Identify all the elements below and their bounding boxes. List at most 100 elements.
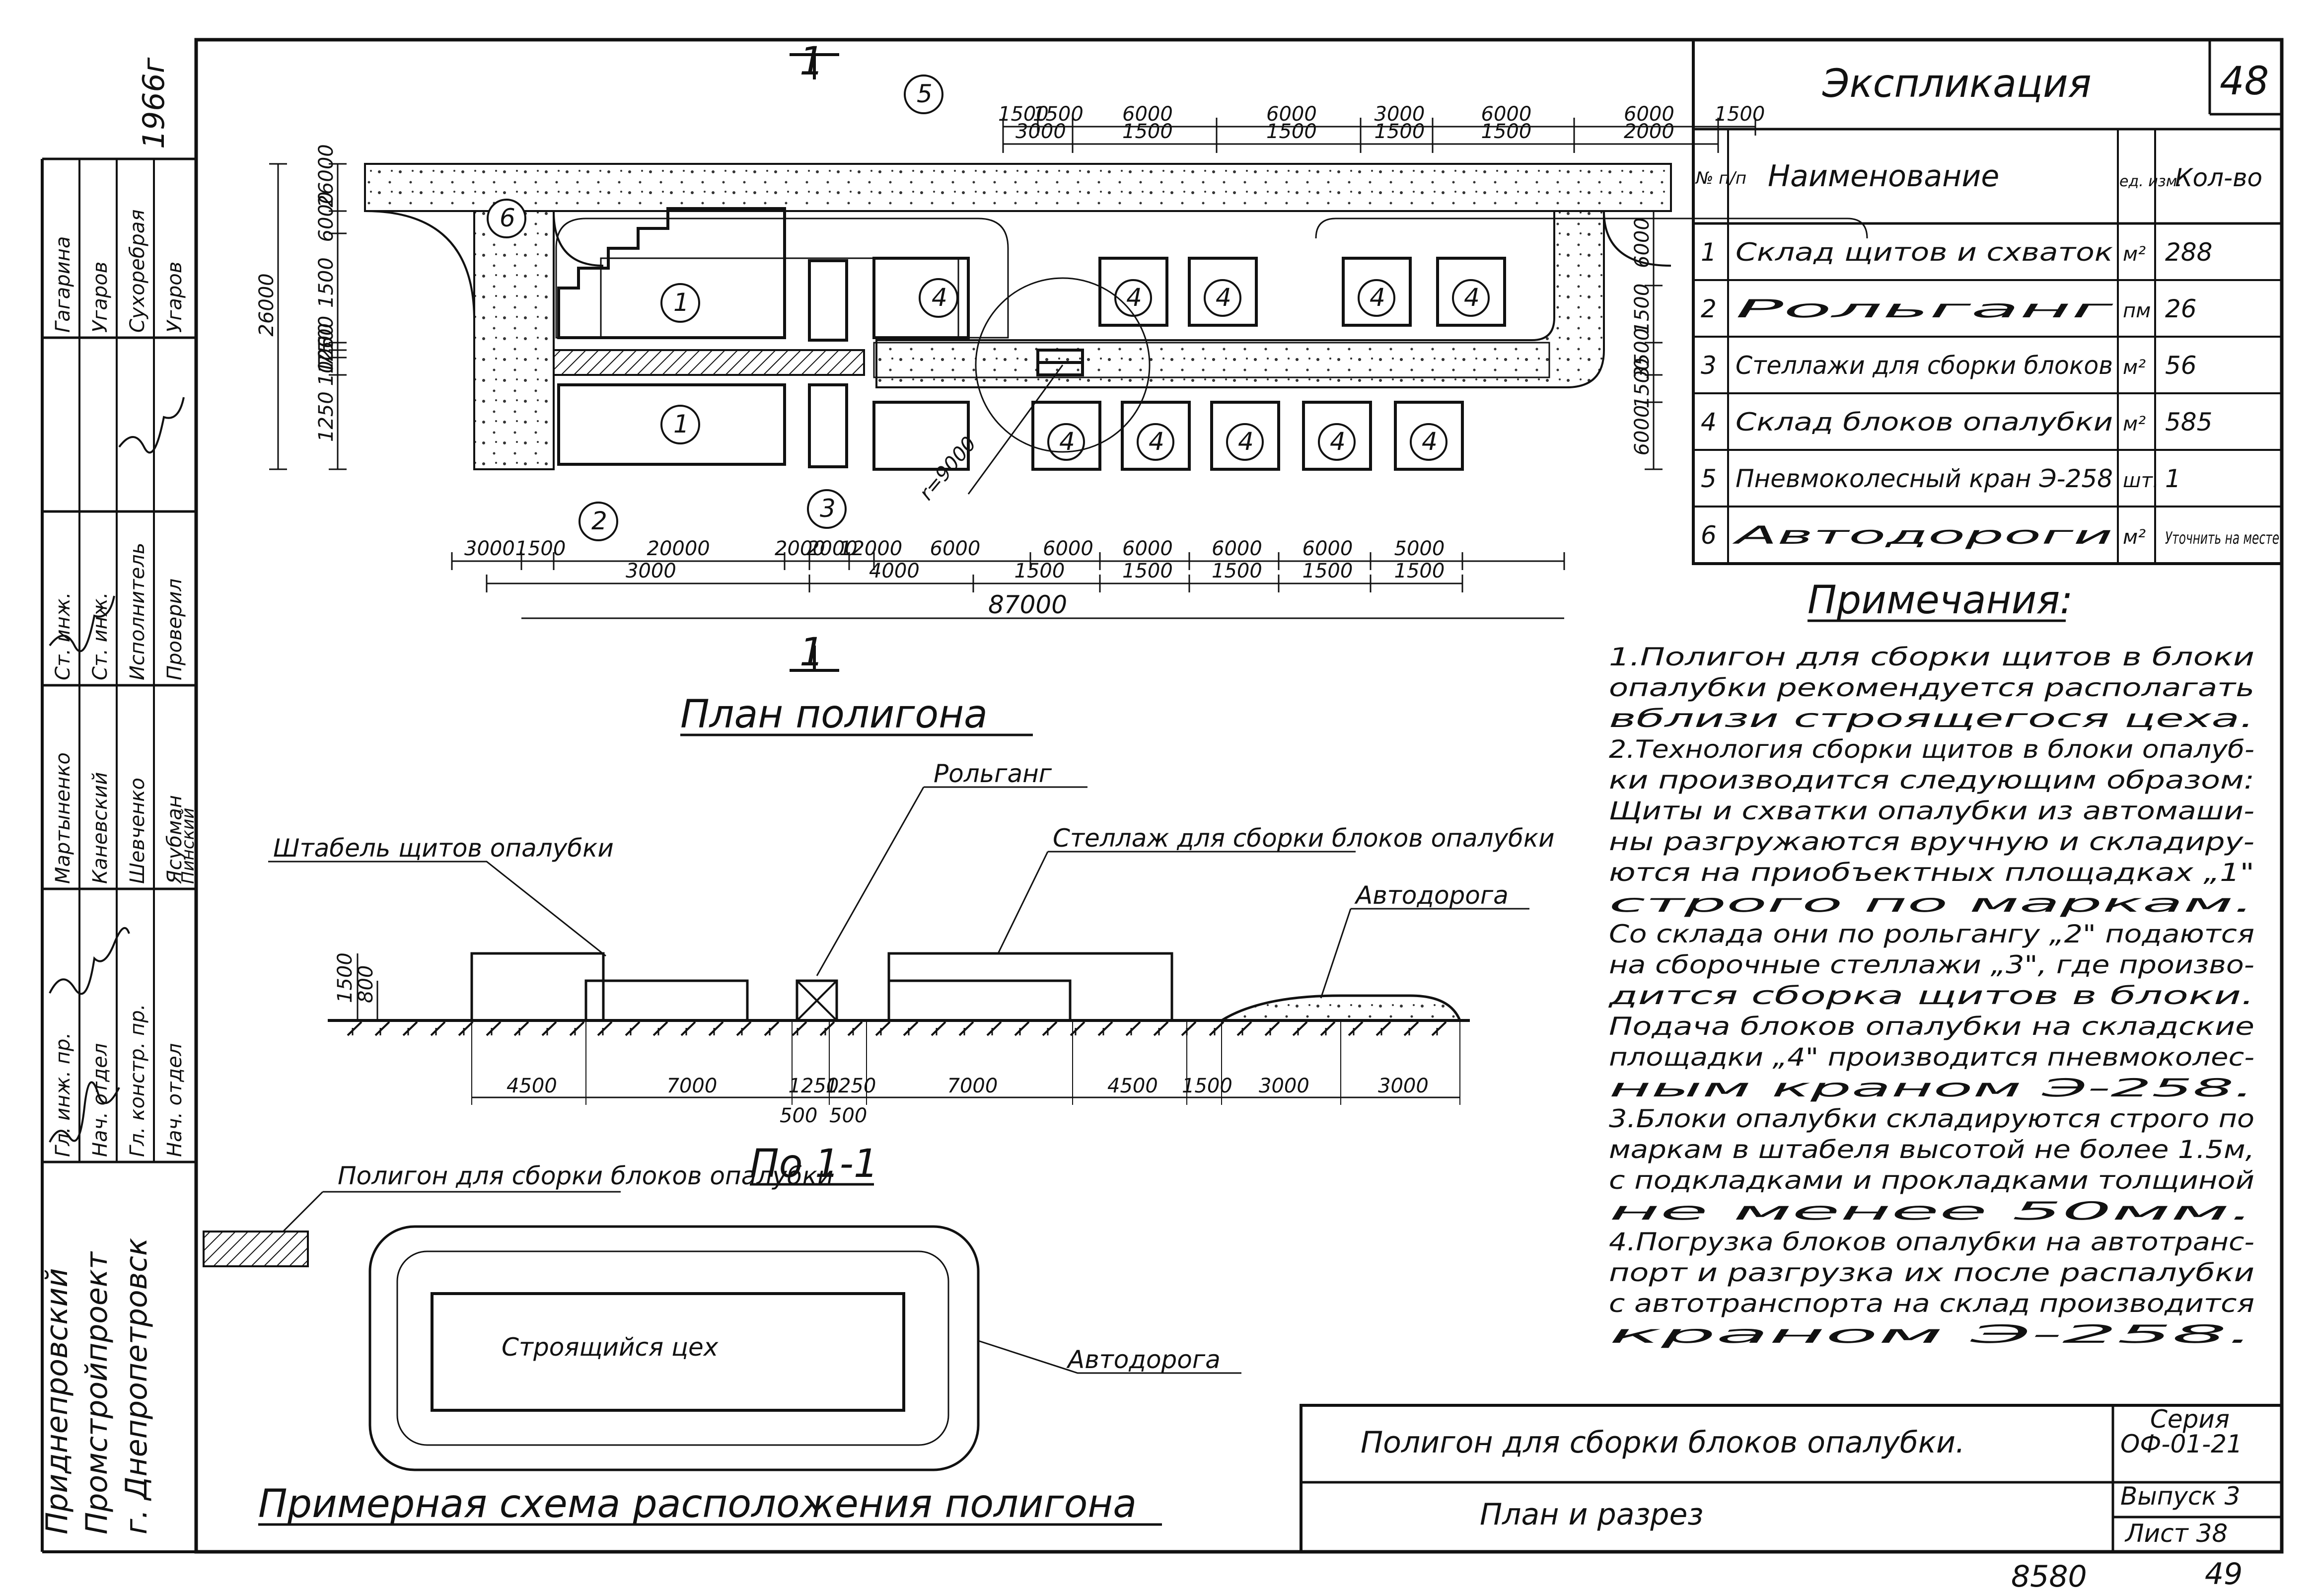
section-dimension: 7000	[947, 1075, 998, 1097]
series-label: Серия	[2150, 1405, 2230, 1434]
ground-hatch	[625, 1021, 641, 1036]
dimension-label: 6000	[1266, 103, 1317, 126]
section-dimension: 1500	[1182, 1075, 1232, 1097]
org-line-2: Промстройпроект	[79, 1251, 114, 1534]
storage-1-upper	[557, 207, 786, 339]
role-1: Гл. инж. пр.	[52, 1032, 74, 1157]
plan-bubble-label: 4	[1464, 283, 1480, 312]
section-dimension: 3000	[1378, 1075, 1429, 1097]
note-line: строго по маркам.	[1609, 889, 2254, 918]
ground-hatch	[875, 1021, 891, 1036]
section-dimension: 7000	[667, 1075, 718, 1097]
road-curve-left	[364, 210, 604, 321]
row-qty: 26	[2165, 294, 2197, 323]
note-line: опалубки рекомендуется располагать	[1609, 673, 2254, 702]
role-4: Нач. отдел	[163, 1043, 186, 1157]
row-unit: м²	[2123, 356, 2146, 379]
ground-hatch	[708, 1021, 724, 1036]
road-top	[364, 163, 1672, 212]
dimension-label: 4000	[869, 560, 920, 582]
ground-hatch	[819, 1021, 835, 1036]
dimension-label: 1500	[1212, 560, 1262, 582]
note-line: Со склада они по рольгангу „2" подаются	[1609, 920, 2254, 948]
note-line: 3.Блоки опалубки складируются строго по	[1609, 1104, 2254, 1133]
plan-bubble	[1226, 423, 1264, 461]
ground-hatch	[1264, 1021, 1280, 1036]
scheme-polygon-label: Полигон для сборки блоков опалубки	[338, 1161, 833, 1190]
plan-bubble-label: 4	[1216, 283, 1231, 312]
name-b-4: Угаров	[163, 262, 186, 333]
ground-hatch	[1431, 1021, 1447, 1036]
scheme-road-label: Автодорога	[1066, 1345, 1221, 1374]
ground-hatch	[1348, 1021, 1364, 1036]
plan-bubble-label: 1	[673, 410, 689, 438]
label-roller: Рольганг	[934, 759, 1052, 788]
dimension-label: 2000	[775, 537, 825, 560]
dimension-label: 1500	[1631, 358, 1654, 409]
note-line: краном Э-258.	[1609, 1320, 2254, 1349]
plan-bubble-label: 4	[932, 283, 947, 312]
row-qty: 585	[2165, 408, 2212, 436]
section-dimension: 4500	[1107, 1075, 1158, 1097]
ground-hatch	[1403, 1021, 1419, 1036]
plan-bubble-label: 4	[1370, 283, 1385, 312]
signature-1	[49, 1081, 120, 1143]
org-line-1: Приднепровский	[40, 1268, 74, 1534]
plan-bubble	[1204, 279, 1241, 317]
scheme-road-outer	[368, 1225, 980, 1471]
plan-bubble	[487, 199, 526, 238]
plan-bubble	[1114, 279, 1152, 317]
middle-strip	[873, 342, 1550, 378]
ground-hatch	[1375, 1021, 1391, 1036]
note-line: ны разгружаются вручную и складиру-	[1609, 827, 2254, 856]
row-qty: Уточнить на месте	[2165, 528, 2279, 548]
ground-hatch	[1014, 1021, 1030, 1036]
sheet-frame	[194, 38, 2284, 1554]
dimension-label: 20000	[647, 537, 710, 560]
dimension-label: 6000	[1043, 537, 1093, 560]
row-name: Склад блоков опалубки	[1736, 408, 2113, 436]
section-dimension: 4500	[507, 1075, 557, 1097]
plan-bubble-label: 4	[1059, 427, 1075, 456]
plan-bubble-label: 4	[1149, 427, 1164, 456]
dimension-label: 1500	[1266, 120, 1317, 143]
note-line: с подкладками и прокладками толщиной	[1609, 1166, 2254, 1195]
title-2: Ст. инж.	[89, 592, 112, 680]
block-4-lower-4	[1210, 401, 1280, 471]
note-line: 1.Полигон для сборки щитов в блоки	[1609, 643, 2254, 671]
plan-bubble-label: 3	[820, 494, 836, 523]
plan-bubble	[1410, 423, 1448, 461]
ground-hatch	[1181, 1021, 1197, 1036]
title-line-1: Полигон для сборки блоков опалубки.	[1361, 1425, 1965, 1460]
note-line: ным краном Э-258.	[1609, 1074, 2254, 1102]
dimension-label: 3000	[464, 537, 515, 560]
col-unit: ед. изм.	[2119, 173, 2182, 190]
note-line: порт и разгрузка их после распалубки	[1609, 1258, 2254, 1287]
series-code: ОФ-01-21	[2120, 1430, 2243, 1458]
plan-bubble	[579, 502, 618, 541]
note-line: 2.Технология сборки щитов в блоки опалуб…	[1609, 735, 2254, 764]
dimension-label: 1500	[1303, 560, 1353, 582]
page-number: 48	[2220, 59, 2269, 104]
col-num: № п/п	[1695, 168, 1746, 188]
ground-hatch	[792, 1021, 807, 1036]
dimension-label: 1250	[315, 391, 338, 442]
plan-bubble	[904, 74, 943, 114]
row-number: 3	[1701, 351, 1717, 380]
ground-hatch	[486, 1021, 502, 1036]
explication-table: Экспликация 48 № п/п Наименование ед. из…	[1692, 38, 2283, 565]
section-small-dim: 500	[780, 1104, 817, 1127]
ground-hatch	[986, 1021, 1002, 1036]
ground-hatch	[347, 1021, 362, 1036]
section-dimension: 1250	[826, 1075, 876, 1097]
ground-hatch	[1320, 1021, 1336, 1036]
row-qty: 288	[2165, 238, 2212, 267]
name-a-4: Ясубман	[163, 795, 186, 884]
dimension-label: 1500	[1481, 120, 1532, 143]
note-line: ки производится следующим образом:	[1609, 766, 2254, 795]
plan-bubble	[1318, 423, 1356, 461]
dimension-label: 6000	[1631, 218, 1654, 268]
ground-hatch	[903, 1021, 919, 1036]
dimension-label: 5000	[1394, 537, 1445, 560]
